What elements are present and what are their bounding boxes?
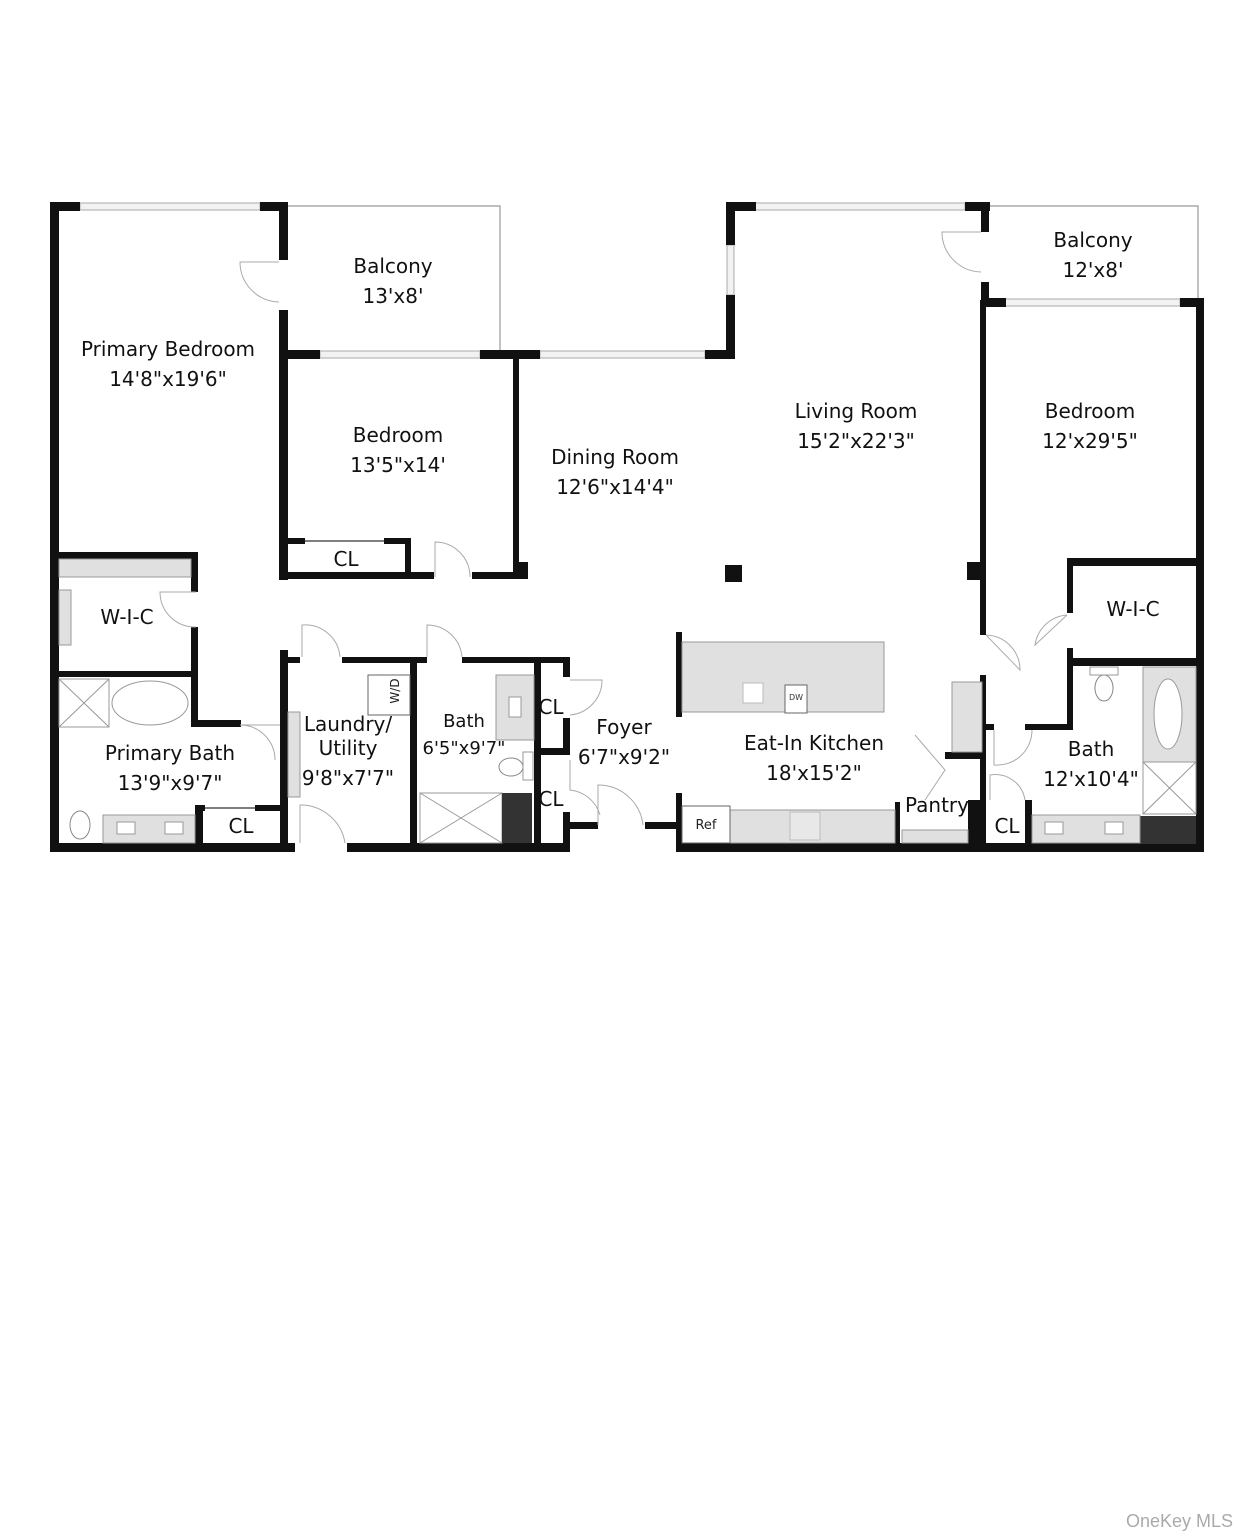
appliance-labels: W/D DW Ref <box>388 678 803 833</box>
room-dims-bedroom-middle: 13'5"x14' <box>350 453 446 477</box>
bathtub <box>1153 678 1183 750</box>
refrigerator-label: Ref <box>695 818 716 833</box>
room-dims-bath-middle: 6'5"x9'7" <box>423 738 506 759</box>
room-name-utility: Utility <box>319 736 378 760</box>
room-dims-foyer: 6'7"x9'2" <box>578 745 670 769</box>
closet-label: CL <box>333 547 359 571</box>
toilet <box>498 757 524 777</box>
room-dims-primary-bedroom: 14'8"x19'6" <box>109 367 227 391</box>
refrigerator <box>681 805 731 844</box>
sink <box>742 682 764 704</box>
room-name-laundry: Laundry/ <box>304 712 393 736</box>
windows <box>79 202 1181 359</box>
room-name-living-room: Living Room <box>795 399 918 423</box>
stove <box>789 811 821 841</box>
room-dims-kitchen: 18'x15'2" <box>766 761 862 785</box>
room-name-primary-bedroom: Primary Bedroom <box>81 337 255 361</box>
walls <box>50 202 1204 852</box>
dishwasher <box>784 684 808 714</box>
room-name-bath-right: Bath <box>1068 737 1115 761</box>
room-dims-bedroom-right: 12'x29'5" <box>1042 429 1138 453</box>
closet-label: CL <box>538 695 564 719</box>
room-name-balcony-left: Balcony <box>353 254 432 278</box>
balcony-outlines <box>285 205 1199 352</box>
room-name-bath-middle: Bath <box>443 711 485 732</box>
watermark: OneKey MLS <box>1125 1511 1233 1531</box>
laundry-shelf <box>287 711 301 798</box>
room-dims-balcony-right: 12'x8' <box>1062 258 1123 282</box>
room-labels: Primary Bedroom 14'8"x19'6" Balcony 13'x… <box>81 228 1160 817</box>
room-dims-balcony-left: 13'x8' <box>362 284 423 308</box>
toilet <box>69 810 91 840</box>
closet-label: CL <box>228 814 254 838</box>
room-name-wic-right: W-I-C <box>1106 597 1159 621</box>
room-name-kitchen: Eat-In Kitchen <box>744 731 884 755</box>
bathtub <box>111 680 189 726</box>
room-dims-living-room: 15'2"x22'3" <box>797 429 915 453</box>
room-dims-laundry: 9'8"x7'7" <box>302 766 394 790</box>
room-name-primary-bath: Primary Bath <box>105 741 235 765</box>
toilet <box>1094 674 1114 702</box>
room-name-foyer: Foyer <box>596 715 652 739</box>
room-name-dining-room: Dining Room <box>551 445 679 469</box>
closet-shelf <box>58 558 192 578</box>
closet-label: CL <box>994 814 1020 838</box>
dishwasher-label: DW <box>789 693 803 702</box>
fixtures <box>58 558 1197 844</box>
room-name-wic-left: W-I-C <box>100 605 153 629</box>
closet-label: CL <box>538 787 564 811</box>
kitchen-island <box>681 641 885 713</box>
room-dims-bath-right: 12'x10'4" <box>1043 767 1139 791</box>
room-name-bedroom-middle: Bedroom <box>353 423 443 447</box>
room-name-pantry: Pantry <box>905 793 969 817</box>
closet-labels: CL CL CL CL CL <box>228 547 1020 838</box>
room-name-bedroom-right: Bedroom <box>1045 399 1135 423</box>
room-dims-dining-room: 12'6"x14'4" <box>556 475 674 499</box>
room-name-balcony-right: Balcony <box>1053 228 1132 252</box>
shower <box>1142 761 1197 815</box>
closet-shelf <box>58 589 72 646</box>
washer-dryer-label: W/D <box>388 678 402 703</box>
doors <box>159 231 1068 844</box>
room-dims-primary-bath: 13'9"x9'7" <box>118 771 223 795</box>
pantry-shelf <box>951 681 983 753</box>
